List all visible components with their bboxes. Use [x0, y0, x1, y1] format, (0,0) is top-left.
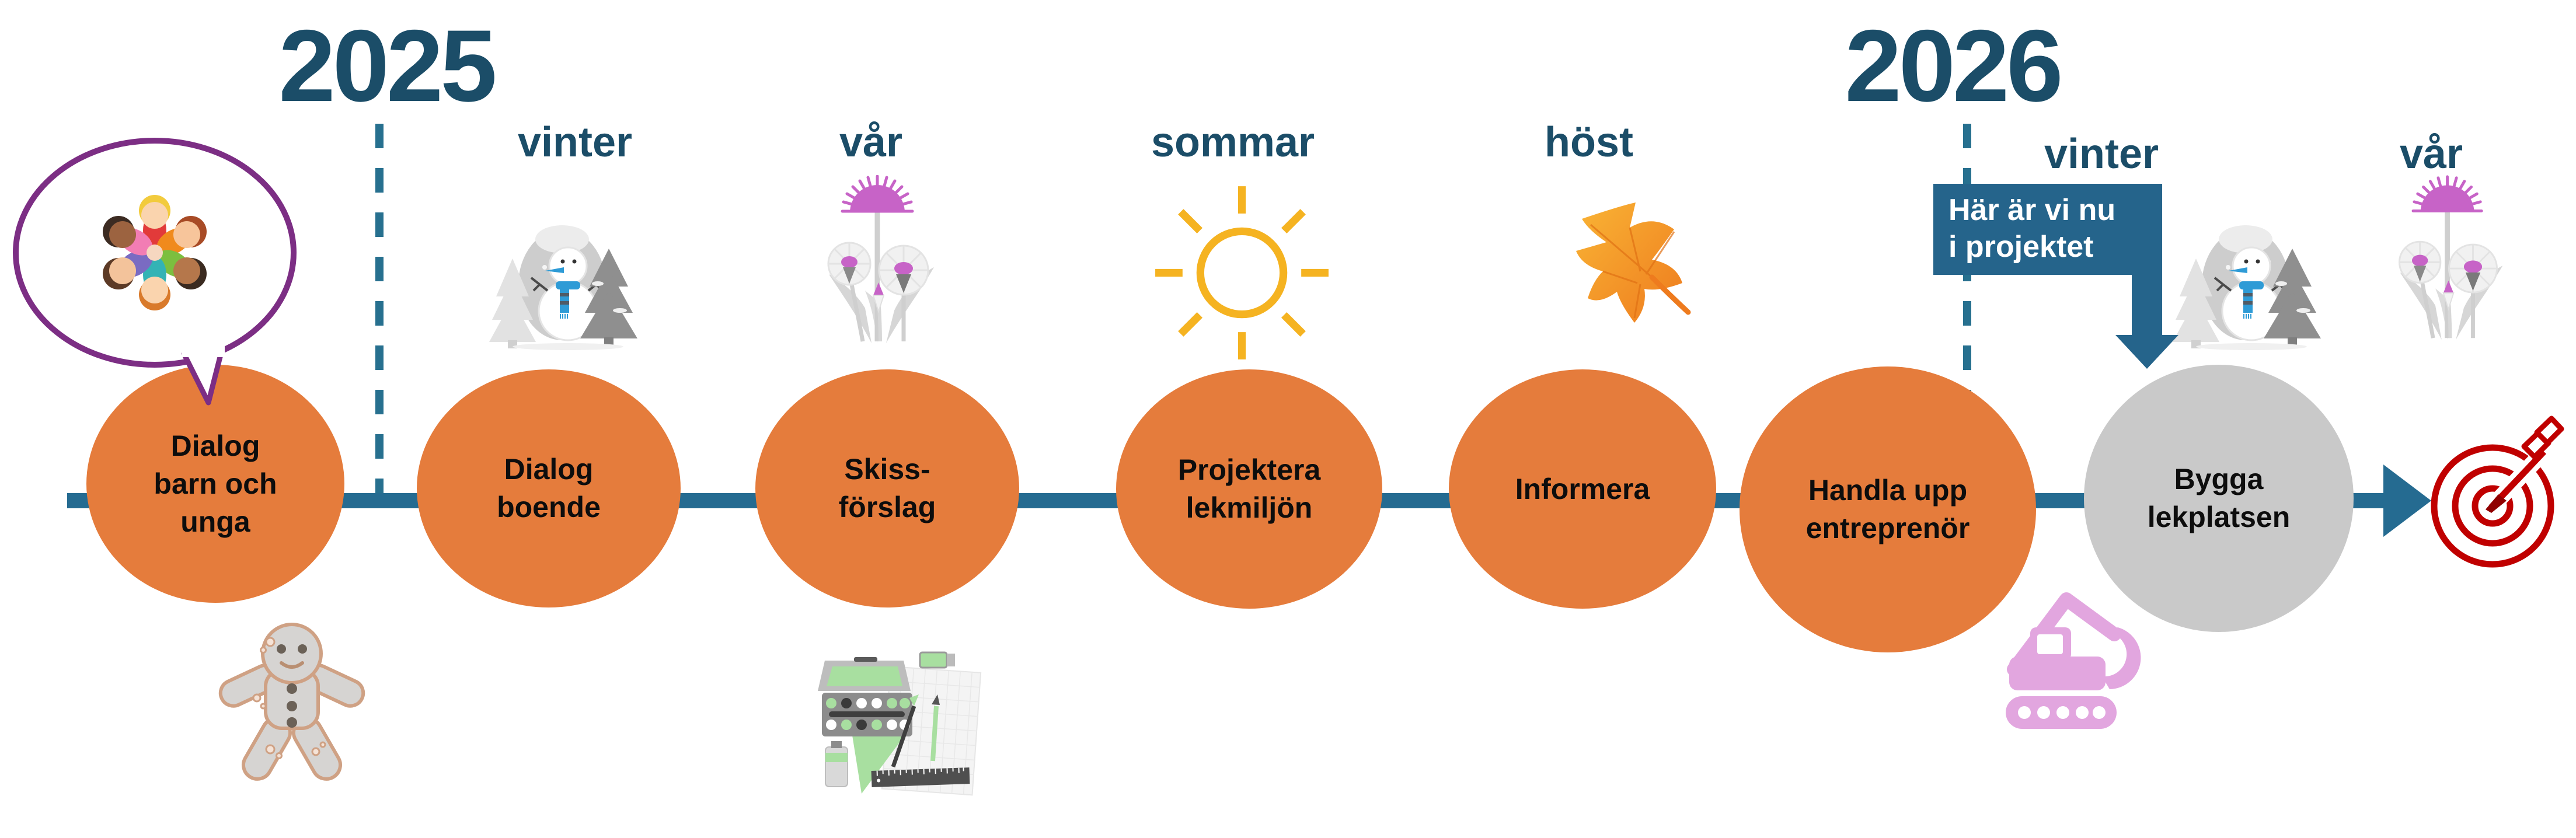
- season-vinter-2026: vinter: [2044, 131, 2159, 177]
- step-label: Informera: [1515, 472, 1650, 505]
- season-sommar-2025: sommar: [1151, 119, 1315, 166]
- callout-line1: Här är vi nu: [1948, 193, 2116, 227]
- callout-down-arrow-icon: [2115, 335, 2178, 369]
- season-var-2025: vår: [839, 119, 903, 166]
- step-label: Skiss- förslag: [838, 453, 936, 523]
- season-host-2025: höst: [1545, 119, 1633, 166]
- winter-snowman-trees-icon: [2173, 191, 2330, 361]
- step-label: Dialog boende: [497, 453, 601, 523]
- timeline-arrowhead-icon: [2383, 465, 2431, 537]
- callout-line2: i projektet: [1948, 230, 2094, 264]
- step-label: Bygga lekplatsen: [2147, 463, 2291, 533]
- step-projektera-lekmiljon: Projektera lekmiljön: [1116, 369, 1382, 609]
- callout-arrow-shaft: [2132, 273, 2162, 336]
- season-vinter-2025: vinter: [517, 119, 633, 166]
- season-var-2026: vår: [2399, 131, 2463, 177]
- step-dialog-barn-och-unga: Dialog barn och unga: [86, 365, 344, 603]
- children-dialog-bubble-icon: [9, 133, 304, 410]
- spring-dandelions-icon: [816, 174, 942, 347]
- current-position-callout: Här är vi nu i projektet: [1933, 184, 2162, 275]
- spring-dandelions-icon: [2387, 175, 2510, 344]
- year-2025: 2025: [278, 9, 497, 123]
- step-label: Dialog barn och unga: [154, 429, 277, 538]
- goal-target-icon: [2422, 406, 2565, 586]
- year-2026: 2026: [1845, 9, 2063, 123]
- sketch-art-supplies-icon: [816, 637, 988, 815]
- year-2025-dashed-line: [375, 124, 384, 493]
- excavator-icon: [1979, 581, 2145, 744]
- step-label: Projektera lekmiljön: [1177, 453, 1321, 524]
- step-skissforslag: Skiss- förslag: [755, 369, 1019, 607]
- step-dialog-boende: Dialog boende: [417, 369, 681, 607]
- winter-snowman-trees-icon: [489, 191, 647, 361]
- gingerbread-man-icon: [201, 612, 382, 790]
- autumn-maple-leaf-icon: [1564, 195, 1702, 336]
- step-handla-upp-entreprenor: Handla upp entreprenör: [1740, 366, 2036, 652]
- step-informera: Informera: [1449, 369, 1716, 609]
- summer-sun-icon: [1153, 184, 1331, 365]
- step-label: Handla upp entreprenör: [1805, 474, 1970, 544]
- step-bygga-lekplatsen: Bygga lekplatsen: [2084, 365, 2354, 632]
